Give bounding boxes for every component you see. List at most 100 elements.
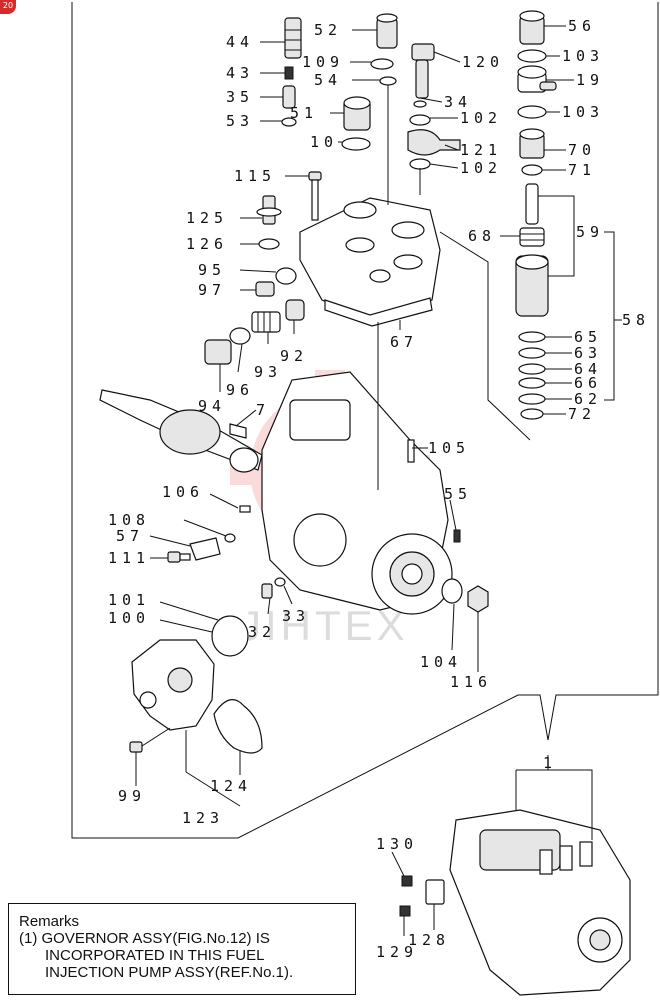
label-93: 93 [254,363,282,381]
part-104-washer [441,578,463,604]
label-128: 128 [408,931,450,949]
label-65: 65 [574,328,602,346]
part-103-o-ring-upper [517,49,547,63]
part-130-bolt [401,875,413,887]
label-10: 10 [310,133,338,151]
leader-lines [135,25,622,936]
part-32-fitting [261,583,273,599]
part-58-barrel [515,254,549,317]
remarks-line-1: (1) GOVERNOR ASSY(FIG.No.12) IS [19,930,270,947]
part-feed-pump-cover [131,639,215,731]
part-93-spring [251,311,281,333]
part-96-o-ring [229,327,251,345]
label-63: 63 [574,344,602,362]
label-115: 115 [234,167,276,185]
part-59-plunger [525,183,539,225]
part-19-sleeve [517,65,557,93]
part-126-washer [258,238,280,250]
label-44: 44 [226,33,254,51]
part-55-bolt [453,529,461,543]
label-101: 101 [108,591,150,609]
label-52: 52 [314,21,342,39]
label-129: 129 [376,943,418,961]
part-57-plate [189,537,221,561]
label-116: 116 [450,673,492,691]
part-34-washer [413,100,427,108]
label-58: 58 [622,311,650,329]
part-102-washer-lower [409,158,431,170]
part-52-plug [376,13,398,49]
label-95: 95 [198,261,226,279]
label-57: 57 [116,527,144,545]
label-62: 62 [574,390,602,408]
part-53-washer [281,117,297,127]
part-54-washer [379,76,397,86]
label-105: 105 [428,439,470,457]
label-103-lower: 103 [562,103,604,121]
label-64: 64 [574,360,602,378]
label-94: 94 [198,397,226,415]
label-66: 66 [574,374,602,392]
part-105-pin [407,439,415,463]
remarks-line-3: INJECTION PUMP ASSY(REF.No.1). [45,964,294,981]
part-115-bolt [308,171,322,221]
label-108: 108 [108,511,150,529]
label-72: 72 [568,405,596,423]
label-70: 70 [568,141,596,159]
part-71-washer [521,164,543,176]
label-102-lower: 102 [460,159,502,177]
part-100-o-ring [211,615,249,657]
part-97-plug [255,281,275,297]
remarks-box: Remarks (1) GOVERNOR ASSY(FIG.No.12) IS … [8,903,356,995]
part-67-head-block [299,197,441,327]
part-103-o-ring-lower [517,105,547,119]
label-1: 1 [543,754,557,772]
label-130: 130 [376,835,418,853]
part-68-spring [519,227,545,247]
part-72-washer [520,408,544,420]
label-92: 92 [280,347,308,365]
part-109-o-ring [370,58,394,70]
label-59: 59 [576,223,604,241]
label-7: 7 [256,401,270,419]
label-54: 54 [314,71,342,89]
label-126: 126 [186,235,228,253]
label-123: 123 [182,809,224,827]
part-56-valve-holder [519,10,545,45]
label-56: 56 [568,17,596,35]
page-badge: 20 [0,0,16,14]
label-35: 35 [226,88,254,106]
label-103-upper: 103 [562,47,604,65]
part-labels: 44 43 35 53 52 109 54 51 10 120 34 102 1… [108,17,650,961]
part-102-washer-upper [409,114,431,126]
part-pump-housing [261,371,453,615]
label-99: 99 [118,787,146,805]
label-33: 33 [282,607,310,625]
label-97: 97 [198,281,226,299]
part-33-o-ring [274,577,286,587]
label-104: 104 [420,653,462,671]
label-34: 34 [444,93,472,111]
assembly-frame [71,2,659,839]
label-124: 124 [210,777,252,795]
part-7-key [229,423,247,439]
label-100: 100 [108,609,150,627]
part-111-bolt [167,551,191,563]
part-70-delivery-valve [519,128,545,159]
part-116-nut [467,585,489,613]
part-94-plug [204,339,232,365]
part-44-nozzle-holder [284,17,302,59]
part-95-o-ring [275,267,297,285]
part-125-fitting [256,195,282,225]
label-96: 96 [226,381,254,399]
label-111: 111 [108,549,150,567]
part-10-o-ring [341,137,371,151]
seal-rings-62-66 [518,331,546,405]
label-68: 68 [468,227,496,245]
label-120: 120 [462,53,504,71]
part-92-cap [285,299,305,321]
part-121-pipe [407,129,461,156]
label-67: 67 [390,333,418,351]
part-124-gasket [213,699,263,754]
